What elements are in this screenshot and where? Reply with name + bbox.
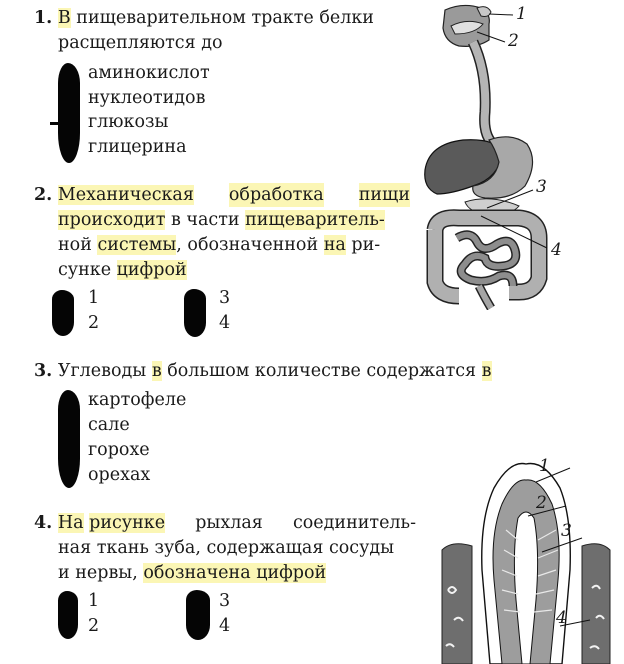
question-2-line-3: ной системы, обозначенной на ри- bbox=[58, 235, 381, 255]
question-1-option-2[interactable]: нуклеотидов bbox=[88, 88, 206, 108]
question-4-number: 4. bbox=[34, 513, 53, 533]
question-1-line-2: расщепляются до bbox=[58, 33, 223, 53]
question-4-option-4[interactable]: 4 bbox=[219, 616, 231, 636]
answer-scribble bbox=[186, 590, 210, 640]
question-4-option-2[interactable]: 2 bbox=[88, 616, 100, 636]
question-2-option-2[interactable]: 2 bbox=[88, 313, 100, 333]
question-2-option-1[interactable]: 1 bbox=[88, 288, 100, 308]
question-1-line-1: 1. В пищеварительном тракте белки bbox=[34, 8, 374, 28]
question-3-number: 3. bbox=[34, 361, 53, 381]
tooth-label-4: 4 bbox=[556, 608, 567, 628]
question-3-option-4[interactable]: орехах bbox=[88, 465, 151, 485]
answer-scribble bbox=[58, 591, 78, 639]
question-4-option-3[interactable]: 3 bbox=[219, 591, 231, 611]
question-3-option-2[interactable]: сале bbox=[88, 415, 130, 435]
answer-scribble bbox=[52, 290, 74, 336]
question-1-option-3[interactable]: глюкозы bbox=[88, 112, 169, 132]
scribble-tick bbox=[50, 122, 64, 125]
question-3-option-1[interactable]: картофеле bbox=[88, 390, 187, 410]
question-3-line-1: 3. Углеводы в большом количестве содержа… bbox=[34, 361, 492, 381]
digestive-label-4: 4 bbox=[551, 240, 562, 260]
tooth-label-3: 3 bbox=[561, 521, 572, 541]
question-2-option-3[interactable]: 3 bbox=[219, 288, 231, 308]
question-1-option-1[interactable]: аминокислот bbox=[88, 63, 210, 83]
question-4-option-1[interactable]: 1 bbox=[88, 591, 100, 611]
digestive-label-2: 2 bbox=[508, 31, 519, 51]
question-1-number: 1. bbox=[34, 8, 53, 28]
tooth-figure bbox=[441, 462, 611, 664]
tooth-label-1: 1 bbox=[539, 456, 550, 476]
question-4-line-3: и нервы, обозначена цифрой bbox=[58, 563, 327, 583]
digestive-label-3: 3 bbox=[536, 177, 547, 197]
digestive-system-figure bbox=[424, 4, 548, 310]
question-2-option-4[interactable]: 4 bbox=[219, 313, 231, 333]
answer-scribble bbox=[184, 289, 206, 337]
digestive-label-1: 1 bbox=[516, 4, 527, 24]
tooth-label-2: 2 bbox=[536, 493, 547, 513]
question-2-line-1: 2. Механическая обработка пищи bbox=[34, 183, 410, 207]
question-4-line-2: ная ткань зуба, содержащая сосуды bbox=[58, 538, 395, 558]
question-2-line-4: сунке цифрой bbox=[58, 260, 187, 280]
answer-scribble bbox=[58, 63, 80, 163]
question-2-number: 2. bbox=[34, 185, 53, 205]
answer-scribble bbox=[58, 390, 80, 488]
question-3-option-3[interactable]: горохе bbox=[88, 440, 150, 460]
question-1-option-4[interactable]: глицерина bbox=[88, 137, 187, 157]
question-2-line-2: происходит в части пищеваритель- bbox=[58, 210, 385, 230]
question-4-line-1: 4. На рисунке рыхлая соединитель- bbox=[34, 513, 416, 533]
